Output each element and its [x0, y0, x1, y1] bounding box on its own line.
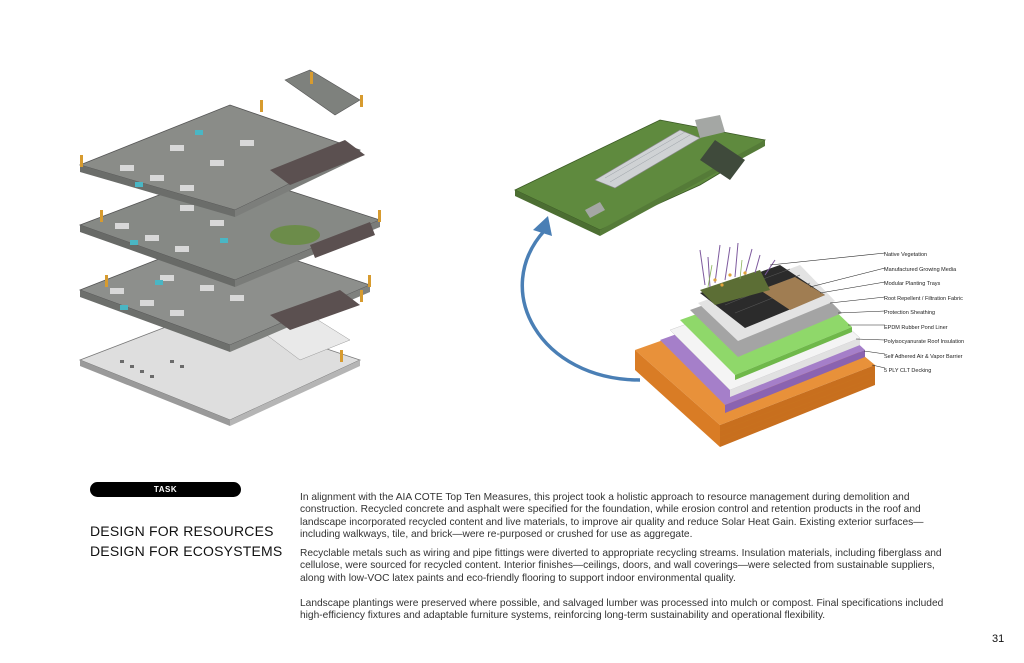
- curved-arrow: [520, 216, 641, 382]
- page-number: 31: [992, 633, 1005, 645]
- layer-label: 5 PLY CLT Decking: [884, 368, 932, 374]
- section-heading: DESIGN FOR RESOURCES: [90, 523, 274, 539]
- green-roof-axonometric: [514, 115, 766, 236]
- body-paragraph: Landscape plantings were preserved where…: [300, 598, 944, 622]
- growing-media-layer: [760, 277, 825, 310]
- exploded-floor-plan-axonometric: [78, 69, 382, 426]
- layer-label: Native Vegetation: [884, 252, 928, 258]
- layer-label: EPDM Rubber Pond Liner: [884, 324, 948, 331]
- layer-label: Self Adhered Air & Vapor Barrier: [884, 353, 963, 360]
- section-heading: DESIGN FOR ECOSYSTEMS: [90, 543, 283, 559]
- body-paragraph: Recyclable metals such as wiring and pip…: [300, 548, 942, 584]
- layer-label: Protection Sheathing: [884, 310, 936, 316]
- layer-label: Modular Planting Trays: [884, 281, 941, 287]
- layer-label: Manufactured Growing Media: [884, 266, 957, 273]
- layer-label: Root Repellent / Filtration Fabric: [884, 295, 963, 302]
- floor-plate-level-2: [78, 234, 372, 352]
- native-vegetation-layer: [699, 242, 776, 305]
- roof-layer-labels: Native Vegetation Manufactured Growing M…: [884, 250, 1004, 381]
- floor-plate-level-4: [78, 69, 365, 217]
- layer-label: Polyisocyanurate Roof Insulation: [884, 339, 965, 345]
- layer-leader-lines: [769, 252, 886, 369]
- roof-assembly-exploded-layers: [635, 242, 886, 447]
- structural-columns: [80, 72, 381, 362]
- body-paragraph: In alignment with the AIA COTE Top Ten M…: [300, 492, 924, 540]
- task-badge: TASK: [90, 482, 241, 497]
